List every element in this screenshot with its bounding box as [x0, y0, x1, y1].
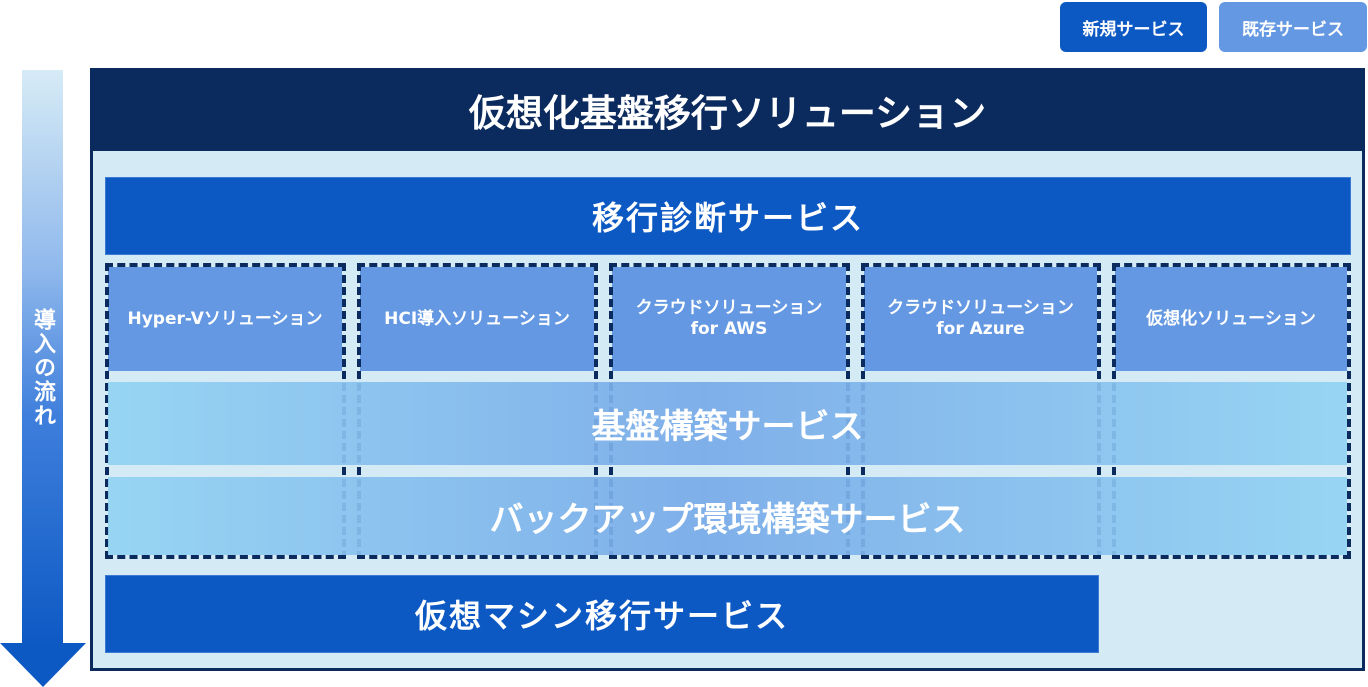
solution-title: 仮想化基盤移行ソリューション: [90, 68, 1365, 151]
solution-line: クラウドソリューション: [635, 298, 823, 318]
diagnosis-service-label: 移行診断サービス: [591, 199, 864, 237]
legend-existing-service-label: 既存サービス: [1242, 19, 1344, 40]
flow-arrow-shaft: [22, 70, 63, 645]
solution-cloud-aws: クラウドソリューション for AWS: [612, 267, 846, 371]
solution-line: クラウドソリューション: [887, 298, 1074, 318]
flow-arrow-label: 導入の流れ: [30, 308, 55, 428]
diagnosis-service: 移行診断サービス: [105, 177, 1351, 255]
backup-service-label: バックアップ環境構築サービス: [489, 499, 966, 540]
solution-cloud-azure: クラウドソリューション for Azure: [864, 267, 1097, 371]
solution-line: for Azure: [936, 319, 1025, 339]
vm-migration-service: 仮想マシン移行サービス: [105, 575, 1099, 653]
down-arrow-icon: [0, 643, 86, 687]
solution-hci: HCI導入ソリューション: [360, 267, 594, 371]
vm-migration-service-label: 仮想マシン移行サービス: [414, 597, 789, 635]
infrastructure-service: 基盤構築サービス: [108, 382, 1347, 465]
solution-hyper-v: Hyper-Vソリューション: [108, 267, 342, 371]
solution-virtualization: 仮想化ソリューション: [1115, 267, 1347, 371]
solution-line: 仮想化ソリューション: [1146, 308, 1316, 329]
legend-new-service-label: 新規サービス: [1082, 19, 1185, 40]
solution-line: for AWS: [690, 319, 768, 339]
solution-line: HCI導入ソリューション: [384, 308, 570, 329]
solution-line: Hyper-Vソリューション: [127, 308, 323, 329]
legend-existing-service: 既存サービス: [1219, 2, 1367, 52]
backup-service: バックアップ環境構築サービス: [108, 477, 1347, 555]
infrastructure-service-label: 基盤構築サービス: [591, 407, 864, 447]
legend-new-service: 新規サービス: [1060, 2, 1207, 52]
